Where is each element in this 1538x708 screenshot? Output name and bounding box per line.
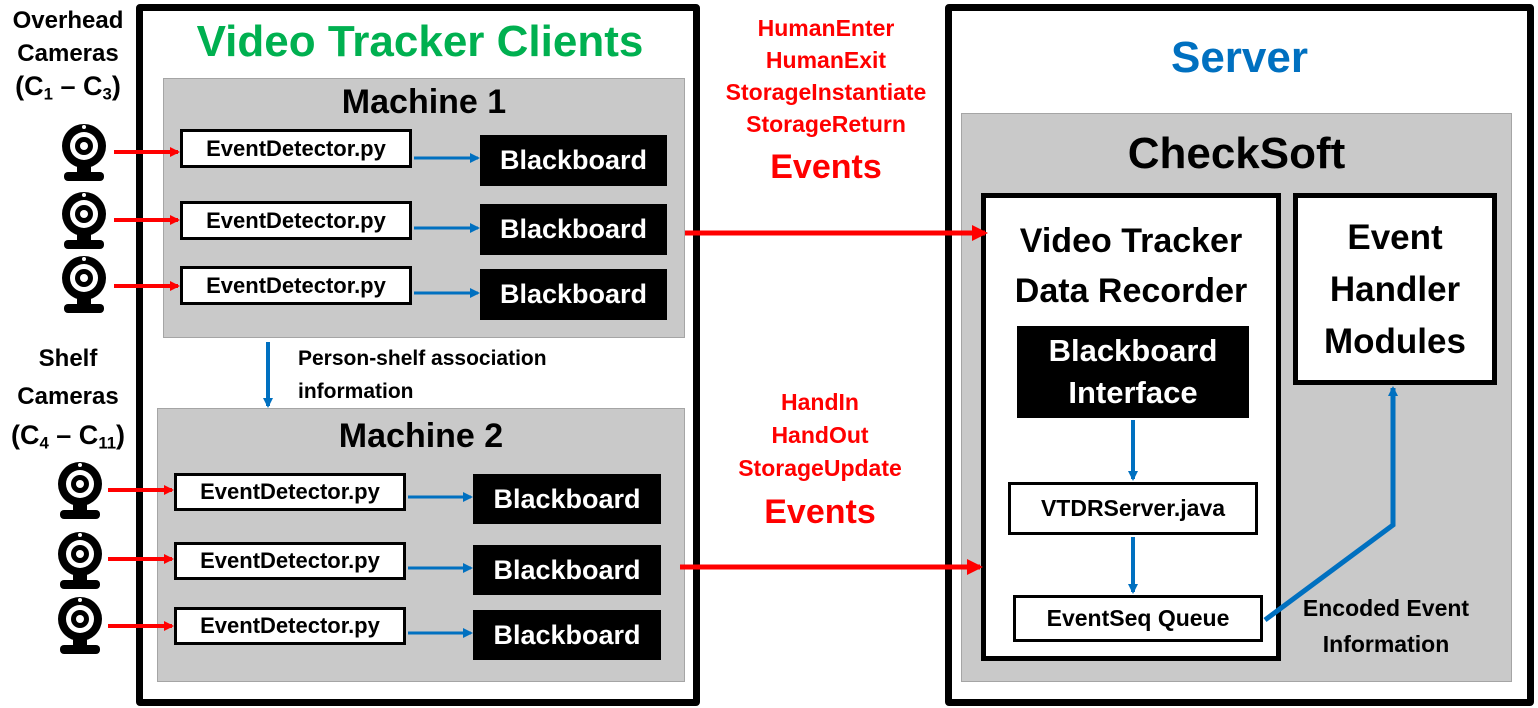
blackboard-box: Blackboard — [480, 135, 667, 186]
vtdr-title: Video Tracker Data Recorder — [1014, 222, 1248, 310]
webcam-icon — [62, 256, 106, 313]
event-detector-box: EventDetector.py — [180, 129, 412, 168]
overhead-cameras-label: Overhead Cameras (C1 – C3) — [0, 4, 136, 111]
bottom-event-list: HandIn HandOut StorageUpdate Events — [700, 386, 940, 539]
blackboard-interface-box: Blackboard Interface — [1017, 326, 1249, 418]
overhead-camera-range: (C1 – C3) — [15, 71, 121, 104]
top-events-label: Events — [770, 148, 882, 186]
event-detector-box: EventDetector.py — [180, 201, 412, 240]
webcam-icon — [58, 462, 102, 519]
shelf-cameras-label: Shelf Cameras (C4 – C11) — [0, 340, 136, 463]
machine-1-title: Machine 1 — [341, 83, 507, 121]
blackboard-box: Blackboard — [473, 610, 661, 660]
event-detector-box: EventDetector.py — [174, 607, 406, 645]
machine-2-title: Machine 2 — [338, 417, 504, 455]
top-event-list: HumanEnter HumanExit StorageInstantiate … — [700, 12, 952, 194]
event-detector-box: EventDetector.py — [174, 473, 406, 511]
shelf-camera-range: (C4 – C11) — [10, 420, 126, 453]
clients-title: Video Tracker Clients — [196, 17, 644, 66]
event-detector-box: EventDetector.py — [174, 542, 406, 580]
blackboard-box: Blackboard — [473, 474, 661, 524]
server-title: Server — [1170, 33, 1308, 82]
event-detector-box: EventDetector.py — [180, 266, 412, 305]
vtdr-server-box: VTDRServer.java — [1008, 482, 1258, 535]
checksoft-title: CheckSoft — [1127, 129, 1346, 178]
webcam-icon — [62, 192, 106, 249]
blackboard-box: Blackboard — [480, 269, 667, 320]
bottom-events-label: Events — [764, 493, 876, 531]
webcam-icon — [62, 124, 106, 181]
webcam-icon — [58, 532, 102, 589]
blackboard-box: Blackboard — [480, 204, 667, 255]
person-shelf-association-label: Person-shelf association information — [298, 347, 547, 403]
event-seq-queue-box: EventSeq Queue — [1013, 595, 1263, 642]
event-handler-modules-box: Event Handler Modules — [1293, 193, 1497, 385]
webcam-icon — [58, 597, 102, 654]
blackboard-box: Blackboard — [473, 545, 661, 595]
encoded-event-information-label: Encoded Event Information — [1302, 595, 1470, 657]
